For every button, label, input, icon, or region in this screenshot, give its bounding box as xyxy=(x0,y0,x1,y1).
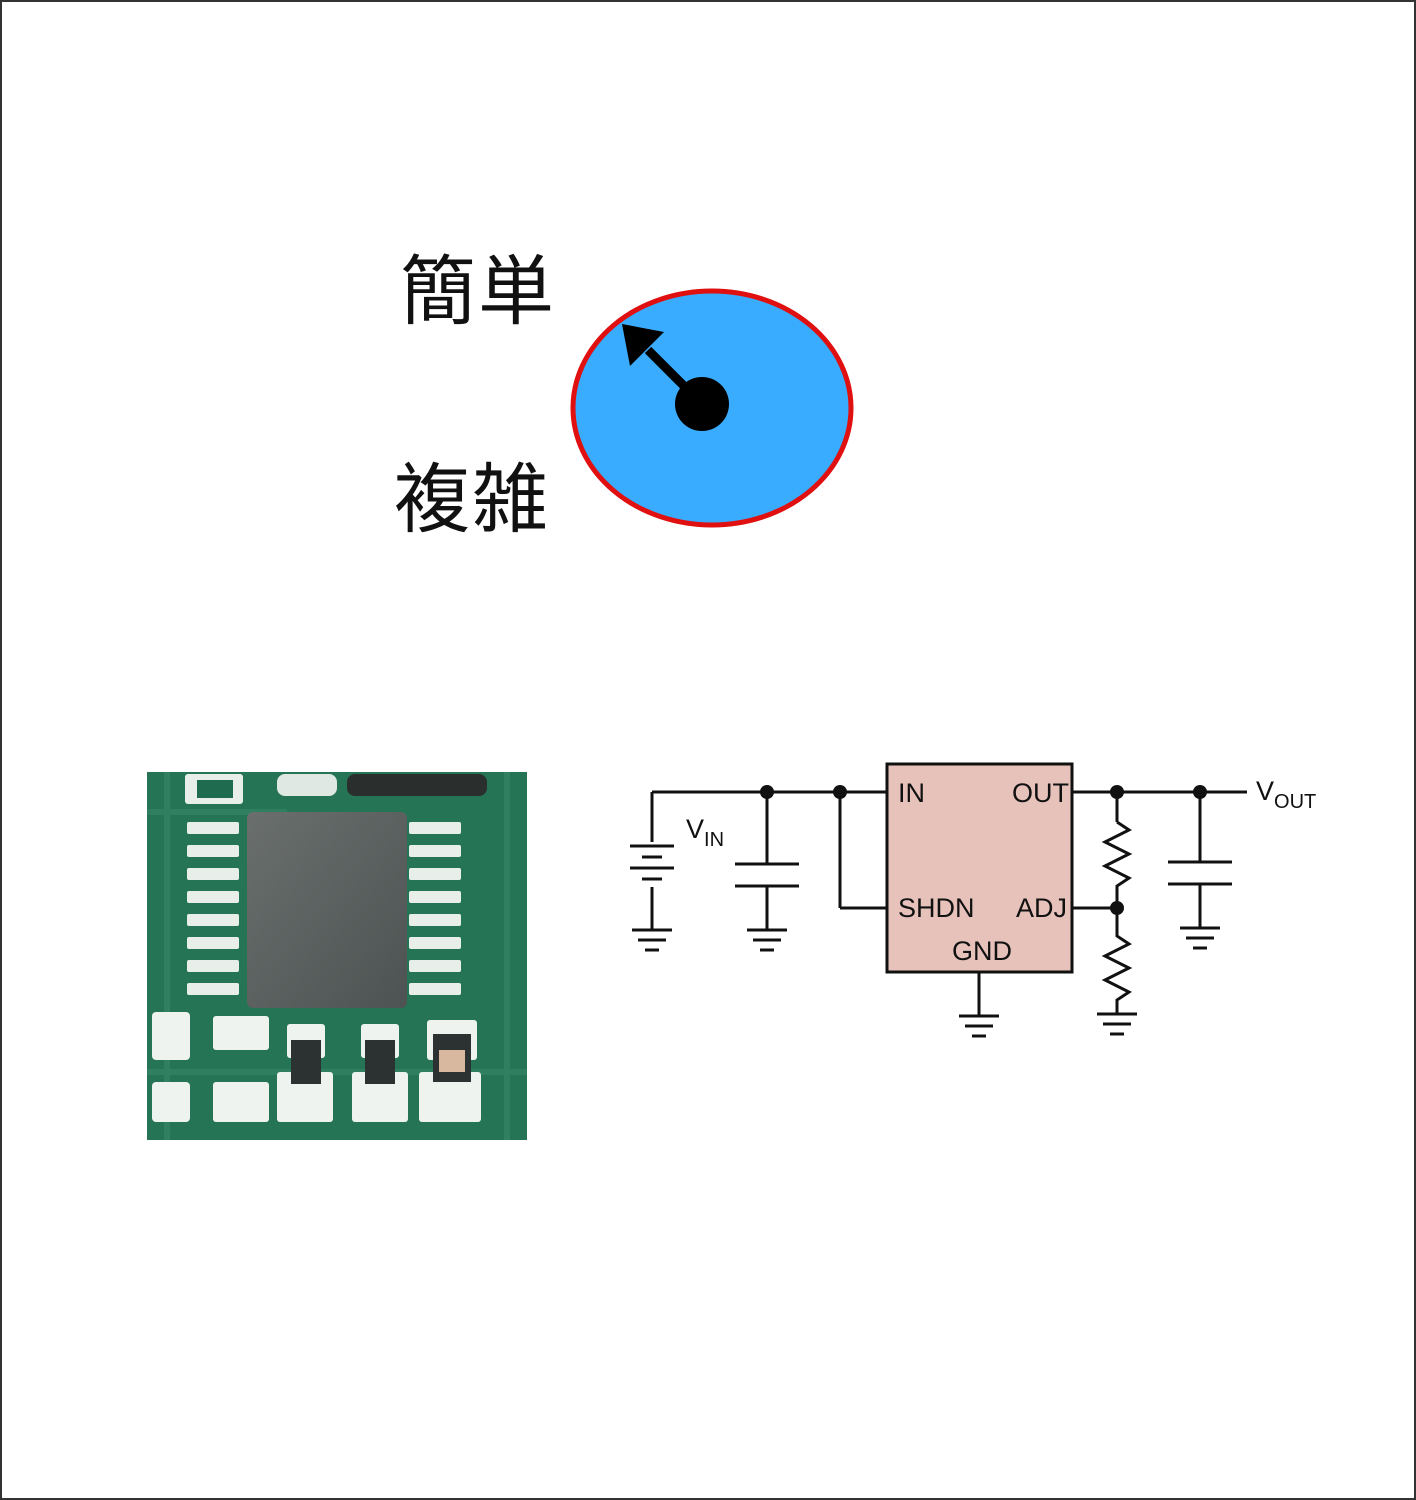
needle-arrowhead-icon xyxy=(622,324,664,366)
vin-label: VIN xyxy=(686,814,724,851)
vout-label: VOUT xyxy=(1256,776,1316,813)
pin-shdn: SHDN xyxy=(898,893,975,923)
pin-in: IN xyxy=(898,778,925,808)
pin-adj: ADJ xyxy=(1016,893,1067,923)
pcb-chip-photo xyxy=(147,772,527,1140)
dial-hub xyxy=(675,377,729,431)
label-simple: 簡単 xyxy=(400,247,556,336)
pin-out: OUT xyxy=(1012,778,1069,808)
regulator-ic-body xyxy=(885,762,1074,974)
complexity-dial xyxy=(570,288,854,528)
regulator-schematic: IN OUT SHDN ADJ GND VIN VOUT xyxy=(630,762,1316,1038)
ic-chip-body xyxy=(247,812,407,1008)
pin-gnd: GND xyxy=(952,936,1012,966)
label-complex: 複雑 xyxy=(394,455,550,544)
